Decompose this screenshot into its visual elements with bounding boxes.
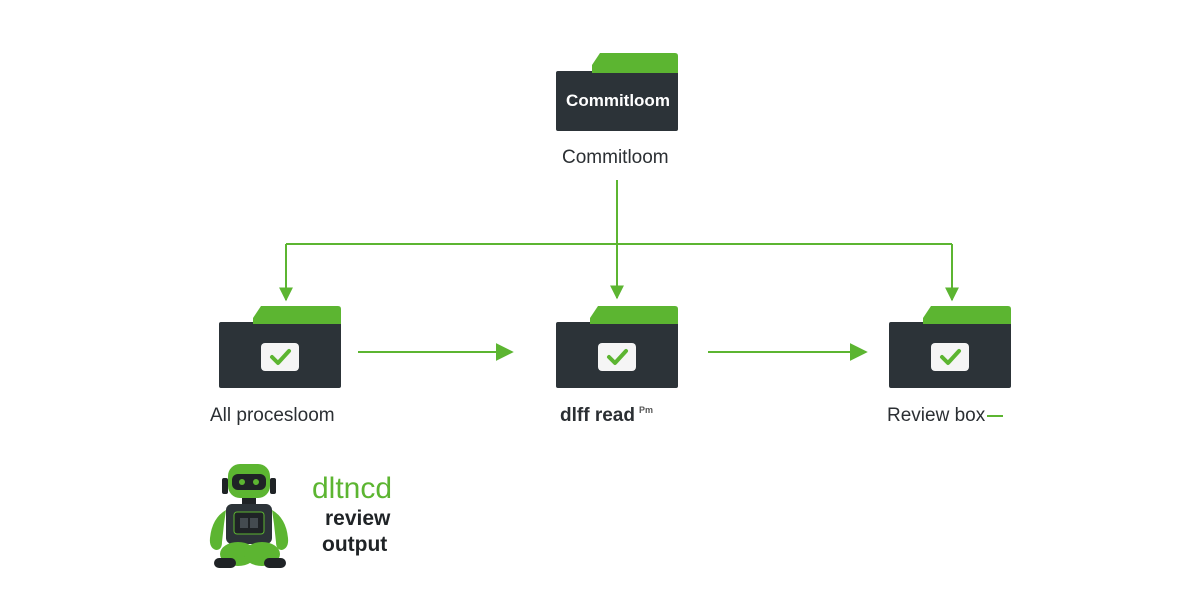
top-folder-title: Commitloom bbox=[566, 91, 670, 110]
node-folder-3 bbox=[889, 306, 1013, 388]
robot-green-text: dltncd bbox=[312, 472, 393, 505]
check-icon bbox=[598, 343, 636, 371]
label-dash-mark bbox=[987, 414, 1004, 417]
robot-icon bbox=[200, 458, 300, 570]
top-node-label: Commitloom bbox=[562, 147, 669, 168]
node-folder-1 bbox=[219, 306, 343, 388]
top-folder: Commitloom bbox=[556, 53, 680, 133]
node-label-1: All procesloom bbox=[210, 405, 335, 426]
node-label-3: Review box bbox=[887, 405, 1004, 427]
check-icon bbox=[931, 343, 969, 371]
folder-icon bbox=[556, 53, 678, 131]
robot-text-line-2: output bbox=[322, 533, 388, 556]
node-folder-2 bbox=[556, 306, 680, 388]
node-label-2-suffix: Pm bbox=[638, 405, 653, 415]
robot-text-line-1: review bbox=[325, 507, 391, 530]
check-icon bbox=[261, 343, 299, 371]
